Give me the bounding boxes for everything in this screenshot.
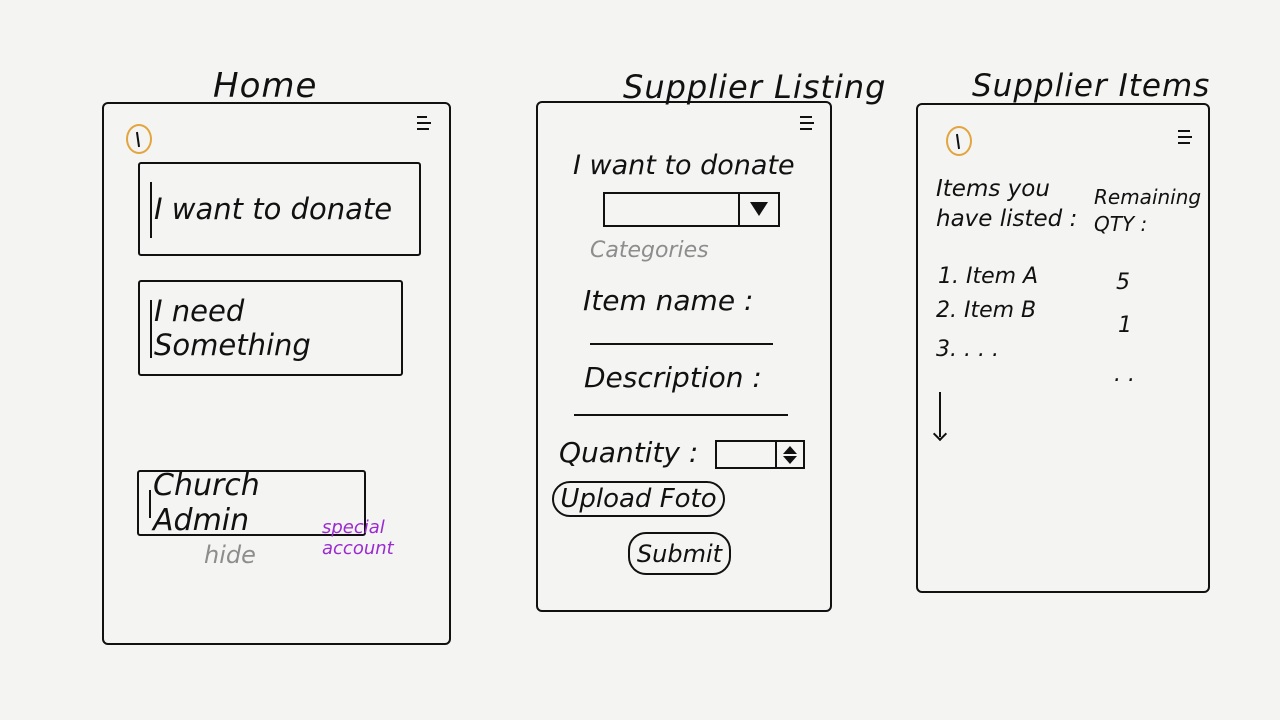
- item-row-3-qty: . .: [1114, 362, 1135, 387]
- description-label: Description :: [584, 361, 762, 394]
- info-icon[interactable]: [946, 126, 972, 156]
- item-row-2-name[interactable]: 2. Item B: [936, 298, 1037, 323]
- remaining-qty-header: Remaining QTY :: [1094, 185, 1202, 236]
- item-row-2-qty: 1: [1118, 313, 1132, 338]
- categories-label: Categories: [590, 238, 709, 263]
- supplier-items-phone-frame: [916, 103, 1210, 593]
- scroll-down-arrow-icon[interactable]: [939, 392, 941, 437]
- home-phone-frame: [102, 102, 451, 645]
- dropdown-arrow-icon[interactable]: [738, 194, 778, 225]
- description-input-line[interactable]: [574, 414, 788, 416]
- menu-icon[interactable]: [1176, 128, 1198, 148]
- church-admin-button[interactable]: Church Admin: [137, 468, 366, 538]
- donate-heading: I want to donate: [573, 150, 795, 181]
- donate-button-label: I want to donate: [154, 192, 393, 226]
- home-title: Home: [213, 66, 318, 106]
- stepper-up-icon[interactable]: [783, 446, 797, 454]
- item-name-input-line[interactable]: [590, 343, 773, 345]
- hide-note: hide: [204, 541, 256, 569]
- info-icon[interactable]: [126, 124, 152, 154]
- quantity-label: Quantity :: [559, 436, 699, 469]
- upload-photo-button[interactable]: Upload Foto: [552, 481, 725, 517]
- church-admin-button-label: Church Admin: [153, 468, 260, 538]
- submit-button[interactable]: Submit: [628, 532, 731, 575]
- listed-items-header: Items you have listed :: [936, 176, 1078, 232]
- quantity-stepper[interactable]: [715, 440, 805, 469]
- special-account-note: special account: [322, 517, 394, 559]
- item-name-label: Item name :: [583, 284, 754, 317]
- supplier-items-title: Supplier Items: [972, 68, 1211, 104]
- supplier-listing-title: Supplier Listing: [623, 68, 887, 106]
- supplier-listing-phone-frame: [536, 101, 832, 612]
- categories-dropdown[interactable]: [603, 192, 780, 227]
- stepper-controls[interactable]: [775, 442, 803, 467]
- stepper-down-icon[interactable]: [783, 456, 797, 464]
- item-row-1-name[interactable]: 1. Item A: [938, 264, 1039, 289]
- donate-button[interactable]: I want to donate: [138, 162, 421, 256]
- need-something-button[interactable]: I need Something: [138, 280, 403, 376]
- item-row-1-qty: 5: [1116, 270, 1130, 295]
- menu-icon[interactable]: [415, 114, 437, 134]
- menu-icon[interactable]: [798, 114, 820, 134]
- item-row-3-name[interactable]: 3. . . .: [936, 337, 999, 362]
- need-something-button-label: I need Something: [154, 294, 311, 362]
